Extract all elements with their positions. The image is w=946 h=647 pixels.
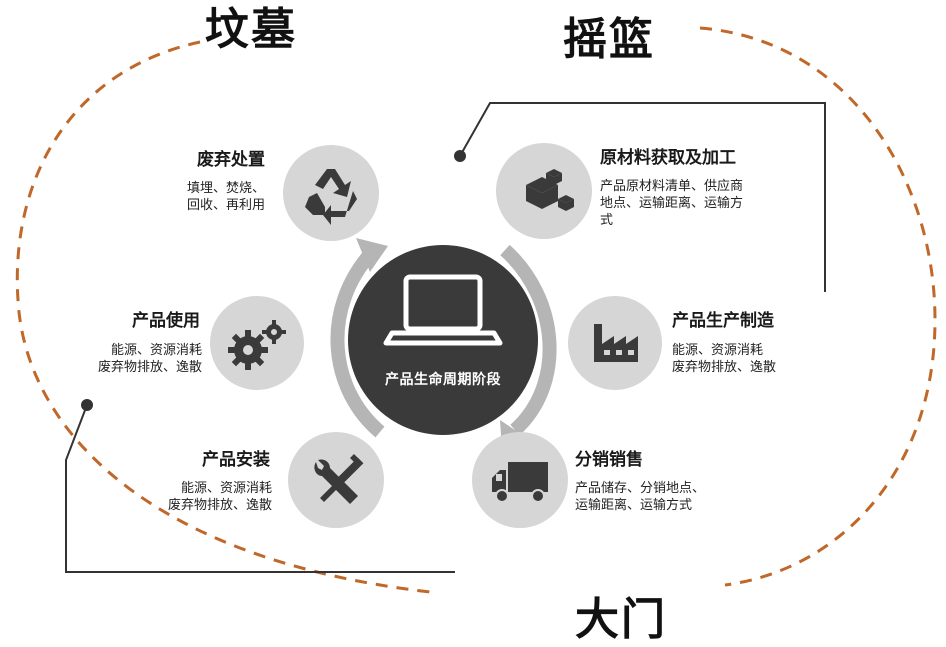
laptop-icon xyxy=(383,274,503,346)
installation-title: 产品安装 xyxy=(202,450,270,470)
factory-icon xyxy=(594,324,638,362)
raw-material-desc-line1: 产品原材料清单、供应商 xyxy=(600,179,744,194)
cycle-arrowhead-left xyxy=(356,238,388,272)
cubes-icon xyxy=(526,169,574,211)
usage-desc-line2: 废弃物排放、逸散 xyxy=(97,360,202,375)
usage-desc: 能源、资源消耗 废弃物排放、逸散 xyxy=(30,342,202,376)
distribution-desc-line2: 运输距离、运输方式 xyxy=(575,498,693,513)
dashed-loop-left xyxy=(15,40,431,594)
raw-material-title: 原材料获取及加工 xyxy=(600,148,736,168)
bracket-line-bottom-left xyxy=(65,404,455,573)
recycle-icon xyxy=(305,169,357,225)
cycle-arrow-left xyxy=(330,247,385,438)
manufacturing-title: 产品生产制造 xyxy=(672,311,774,331)
usage-desc-line1: 能源、资源消耗 xyxy=(110,343,202,358)
manufacturing-desc-line1: 能源、资源消耗 xyxy=(672,343,764,358)
gate-label: 大门 xyxy=(575,594,667,645)
truck-icon xyxy=(492,462,548,503)
center-label: 产品生命周期阶段 xyxy=(385,372,501,388)
installation-desc: 能源、资源消耗 废弃物排放、逸散 xyxy=(100,480,272,514)
distribution-title: 分销销售 xyxy=(575,450,643,470)
installation-desc-line1: 能源、资源消耗 xyxy=(180,481,272,496)
distribution-icon-circle xyxy=(472,432,568,528)
wrench-screwdriver-icon xyxy=(314,454,364,504)
manufacturing-icon-circle xyxy=(568,296,662,390)
distribution-desc-line1: 产品储存、分销地点、 xyxy=(575,481,706,496)
distribution-desc: 产品储存、分销地点、 运输距离、运输方式 xyxy=(575,480,705,514)
cradle-label: 摇篮 xyxy=(563,14,655,65)
raw-material-desc-line2: 地点、运输距离、运输方 xyxy=(600,196,744,211)
gears-icon xyxy=(228,320,286,370)
usage-icon-circle xyxy=(210,296,304,390)
dashed-loop-right xyxy=(699,26,937,587)
cycle-arrow-right xyxy=(500,244,557,436)
raw-material-desc-line3: 式 xyxy=(600,213,614,228)
bracket-dot-bottom xyxy=(81,399,93,411)
installation-icon-circle xyxy=(288,432,384,528)
disposal-desc-line2: 回收、再利用 xyxy=(186,198,265,213)
raw-material-icon-circle xyxy=(496,143,592,239)
disposal-icon-circle xyxy=(283,145,379,241)
raw-material-desc: 产品原材料清单、供应商 地点、运输距离、运输方 式 xyxy=(600,178,743,229)
center-lifecycle-circle: 产品生命周期阶段 xyxy=(348,245,538,435)
disposal-desc-line1: 填埋、焚烧、 xyxy=(186,181,265,196)
usage-title: 产品使用 xyxy=(132,311,200,331)
disposal-desc: 填埋、焚烧、 回收、再利用 xyxy=(105,180,265,214)
bracket-dot-top xyxy=(454,150,466,162)
disposal-title: 废弃处置 xyxy=(197,150,265,170)
tomb-label: 坟墓 xyxy=(205,4,297,55)
manufacturing-desc: 能源、资源消耗 废弃物排放、逸散 xyxy=(672,342,776,376)
bracket-line-top-right xyxy=(459,102,826,292)
installation-desc-line2: 废弃物排放、逸散 xyxy=(167,498,272,513)
manufacturing-desc-line2: 废弃物排放、逸散 xyxy=(672,360,777,375)
